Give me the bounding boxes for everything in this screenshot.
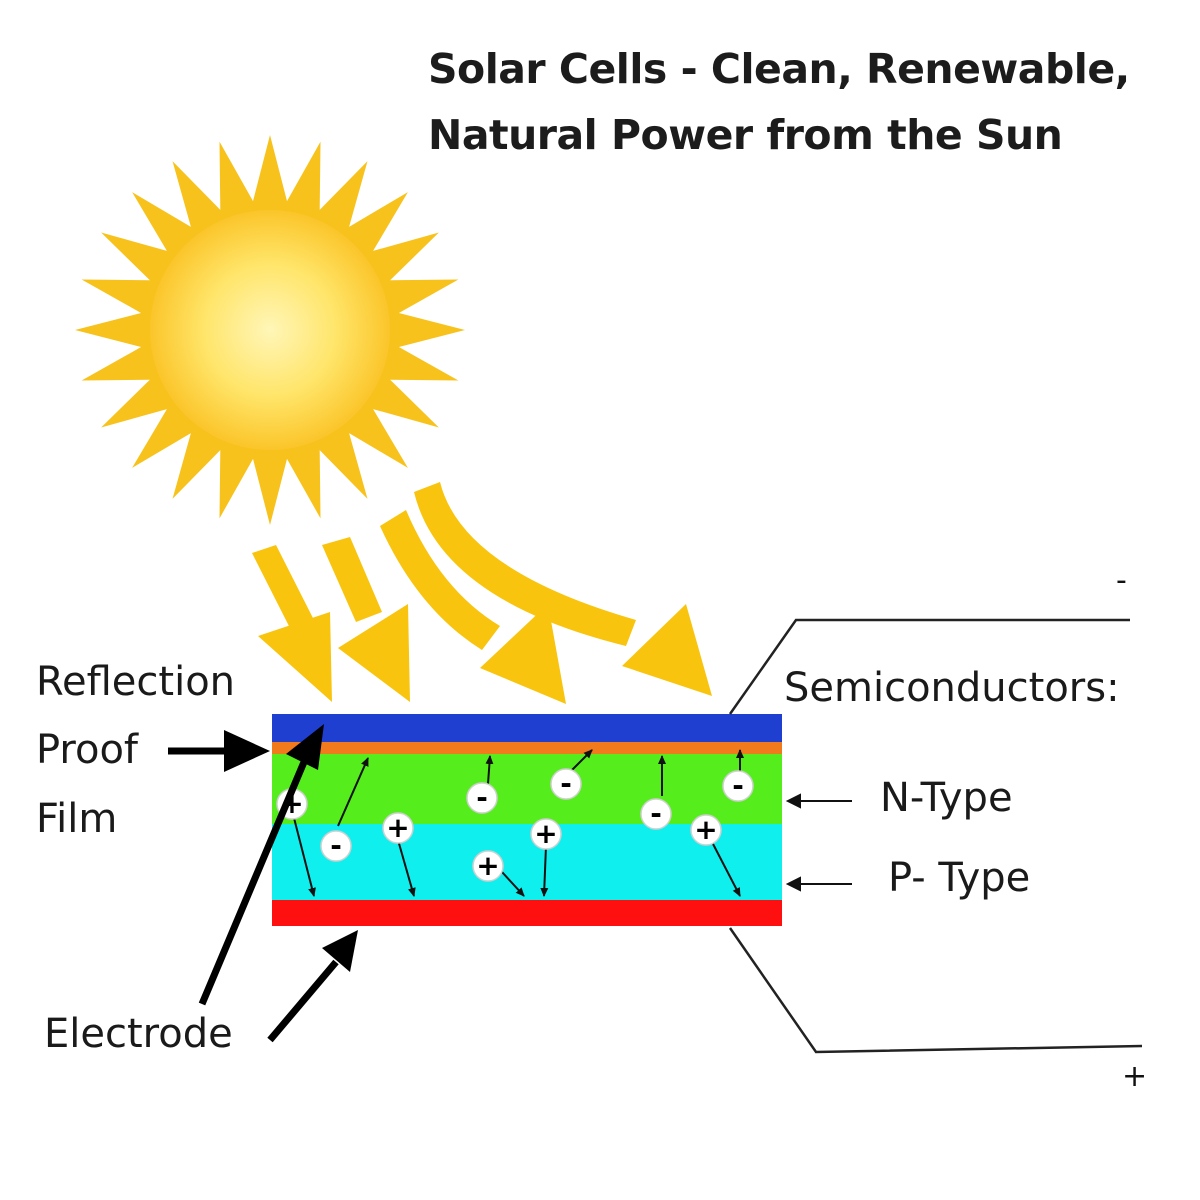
title-line-1: Solar Cells - Clean, Renewable,: [428, 45, 1130, 93]
n-type-pointer: [785, 793, 852, 809]
electron-charge: -: [320, 829, 352, 862]
hole-charge: +: [530, 817, 562, 850]
electron-symbol: -: [732, 769, 744, 802]
hole-charge: +: [382, 811, 414, 844]
p-type-pointer: [785, 876, 852, 892]
positive-terminal-label: +: [1122, 1059, 1148, 1094]
charge-carriers: +-+--++-+-: [276, 767, 754, 882]
hole-symbol: +: [476, 849, 499, 882]
electrode-bottom-arrow: [267, 930, 358, 1043]
reflection-label-line-2: Proof: [36, 727, 139, 773]
sunlight-arrow-1: [252, 545, 332, 702]
semiconductors-label: Semiconductors:: [784, 665, 1120, 711]
reflection-proof-film-layer: [272, 714, 782, 742]
electron-charge: -: [640, 797, 672, 830]
hole-charge: +: [690, 813, 722, 846]
sunlight-arrow-4: [414, 482, 712, 696]
reflection-label-line-3: Film: [36, 796, 118, 842]
diagram-title: Solar Cells - Clean, Renewable, Natural …: [428, 36, 1188, 168]
reflection-film-arrow: [168, 730, 270, 772]
bottom-electrode-layer: [272, 900, 782, 926]
reflection-label-line-1: Reflection: [36, 659, 236, 705]
hole-symbol: +: [534, 817, 557, 850]
positive-wire: [728, 927, 1143, 1054]
label-arrows: [168, 724, 358, 1043]
electron-charge: -: [722, 769, 754, 802]
sunlight-arrows: [252, 482, 712, 704]
sunlight-arrow-2: [322, 537, 410, 702]
electron-symbol: -: [560, 767, 572, 800]
electron-symbol: -: [330, 829, 342, 862]
hole-symbol: +: [694, 813, 717, 846]
hole-charge: +: [276, 787, 308, 820]
electron-symbol: -: [476, 781, 488, 814]
circuit-wires: [728, 618, 1143, 1054]
negative-wire: [728, 618, 1130, 715]
electron-charge: -: [466, 781, 498, 814]
sunlight-arrow-3: [380, 510, 566, 704]
n-type-layer: [272, 754, 782, 824]
electron-symbol: -: [650, 797, 662, 830]
sun-icon: [75, 135, 465, 525]
top-electrode-layer: [272, 742, 782, 754]
title-line-2: Natural Power from the Sun: [428, 111, 1063, 159]
hole-charge: +: [472, 849, 504, 882]
n-type-label: N-Type: [880, 775, 1013, 821]
electron-charge: -: [550, 767, 582, 800]
negative-terminal-label: -: [1116, 563, 1127, 598]
layer-pointer-arrows: [785, 793, 852, 892]
carrier-arrows: [293, 749, 744, 897]
p-type-label: P- Type: [888, 855, 1031, 901]
electrode-label: Electrode: [44, 1011, 233, 1057]
electrode-top-arrow: [198, 724, 324, 1006]
solar-cell-stack: [272, 714, 782, 926]
hole-symbol: +: [386, 811, 409, 844]
